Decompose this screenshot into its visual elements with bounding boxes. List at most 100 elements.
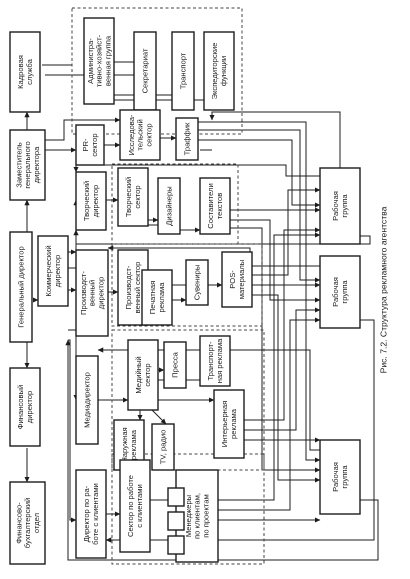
unit-label: Транспорт-ная реклама (206, 338, 224, 383)
unit-frame (163, 341, 187, 389)
unit-label-line: Печатная (148, 281, 157, 314)
unit-label: Составителитекстов (206, 183, 224, 228)
manager-pictogram (167, 487, 185, 507)
org-units: КадроваяслужбаЗаместительгенеральногодир… (9, 17, 361, 565)
unit-interior-ads: Интерьернаяреклама (213, 389, 245, 459)
unit-label-line: Транспорт (179, 52, 188, 89)
unit-label-line: генерального (23, 141, 32, 188)
unit-frame (9, 129, 46, 201)
unit-label-line: PR- (81, 138, 90, 152)
unit-label-line: Рабочая (331, 277, 340, 307)
unit-frame (213, 389, 245, 459)
unit-media-dir: Медиадиректор (75, 355, 99, 445)
unit-transit-ads: Транспорт-ная реклама (199, 335, 231, 387)
unit-traffic: Траффик (175, 117, 199, 161)
unit-frame (203, 31, 235, 111)
arrow-connector (65, 339, 379, 561)
figure-caption: Рис. 7.2. Структура рекламного агентства (378, 206, 388, 373)
dashed-group-frame (111, 163, 239, 245)
unit-admin-group: Администра-тивно-хозяйст-венная группа (83, 17, 115, 105)
unit-media-sector: Медийныйсектор (127, 339, 159, 411)
unit-frame (171, 31, 195, 111)
unit-client-dir: Директор по ра-боте с клиентами (75, 469, 107, 559)
unit-label: Финансовыйдиректор (16, 385, 34, 429)
unit-label: Сувениры (193, 265, 202, 301)
arrow-connector (198, 129, 321, 283)
arrow-connector (68, 199, 79, 269)
unit-forwarding: Экспедиторскиефункции (203, 31, 235, 111)
unit-label-line: Сектор по работе (126, 475, 135, 537)
unit-frame (75, 171, 107, 231)
unit-secretariat: Секретариат (133, 31, 157, 111)
unit-label: Директор по ра-боте с клиентами (82, 483, 100, 545)
unit-frame (175, 117, 199, 161)
unit-label-line: тельский (136, 119, 145, 150)
unit-label-line: Пресса (171, 351, 180, 377)
unit-label-line: директор (53, 255, 62, 287)
unit-frame (221, 251, 253, 308)
unit-label: Интерьернаяреклама (220, 401, 238, 447)
unit-workgroup-2: Рабочаягруппа (319, 255, 361, 329)
arrow-connector (244, 307, 321, 431)
unit-frame (37, 235, 69, 307)
unit-label: Медиадиректор (83, 372, 92, 428)
unit-frame (151, 423, 175, 471)
unit-label-line: с клиентами (135, 484, 144, 527)
unit-label-line: Медиадиректор (83, 372, 92, 428)
unit-label-line: тивно-хозяйст- (95, 34, 104, 87)
arrow-connector (73, 164, 320, 177)
unit-frame (185, 259, 209, 306)
unit-label-line: ная реклама (215, 338, 224, 383)
unit-frame (319, 439, 361, 515)
unit-label-line: POS- (228, 270, 237, 289)
arrow-connector (252, 294, 321, 483)
manager-pictogram (167, 511, 185, 531)
unit-workgroup-1: Рабочаягруппа (319, 167, 361, 245)
connector-lines (24, 61, 379, 561)
unit-frame (319, 255, 361, 329)
unit-label-line: венный сектор (133, 262, 142, 314)
unit-label-line: директора (32, 146, 41, 183)
unit-label-line: Кадровая (16, 55, 25, 89)
dashed-group-frame (111, 453, 265, 565)
unit-label-line: материалы (237, 260, 246, 299)
unit-frame (9, 481, 46, 565)
arrow-connector (68, 339, 77, 523)
unit-label-line: Производст- (124, 265, 133, 309)
unit-label-line: Рабочая (331, 462, 340, 492)
unit-label-line: директор (97, 277, 106, 309)
arrow-connector (45, 117, 121, 141)
unit-label: Сектор по работес клиентами (126, 475, 144, 537)
unit-label-line: сектор (90, 133, 99, 156)
unit-label-line: по клиентам, (193, 493, 202, 539)
unit-frame (75, 469, 107, 559)
unit-label-line: реклама (229, 408, 238, 439)
unit-label-line: Финансово- (14, 502, 23, 544)
unit-label-line: Рабочая (331, 191, 340, 221)
unit-label-line: сектор (145, 123, 154, 146)
unit-label-line: Заместитель (14, 142, 23, 188)
unit-label: Менеджерыпо клиентам,по проектам (184, 493, 211, 539)
unit-frame (75, 249, 109, 337)
unit-label: Кадроваяслужба (16, 55, 34, 89)
unit-label-line: Составители (206, 183, 215, 228)
unit-label-line: Сувениры (193, 265, 202, 301)
unit-label: Рабочаягруппа (331, 277, 349, 307)
unit-frame (319, 167, 361, 245)
unit-label-line: венная группа (104, 35, 113, 86)
unit-creative-sector: Творческийсектор (117, 167, 149, 227)
unit-label: Наружнаяреклама (120, 427, 138, 462)
unit-frame (127, 339, 159, 411)
arrow-connector (252, 187, 321, 276)
unit-tv-radio: TV, радио (151, 423, 175, 471)
unit-frame (75, 355, 99, 445)
unit-frame (199, 335, 231, 387)
unit-label-line: Экспедиторские (210, 43, 219, 100)
unit-label: PR-сектор (81, 133, 99, 156)
unit-label-line: Директор по ра- (82, 485, 91, 542)
unit-label-line: сектор (143, 363, 152, 386)
unit-copywriters: Составителитекстов (199, 177, 231, 235)
arrow-connector (209, 111, 341, 168)
unit-label: Печатнаяреклама (148, 281, 166, 314)
unit-label-line: Интерьерная (220, 401, 229, 447)
